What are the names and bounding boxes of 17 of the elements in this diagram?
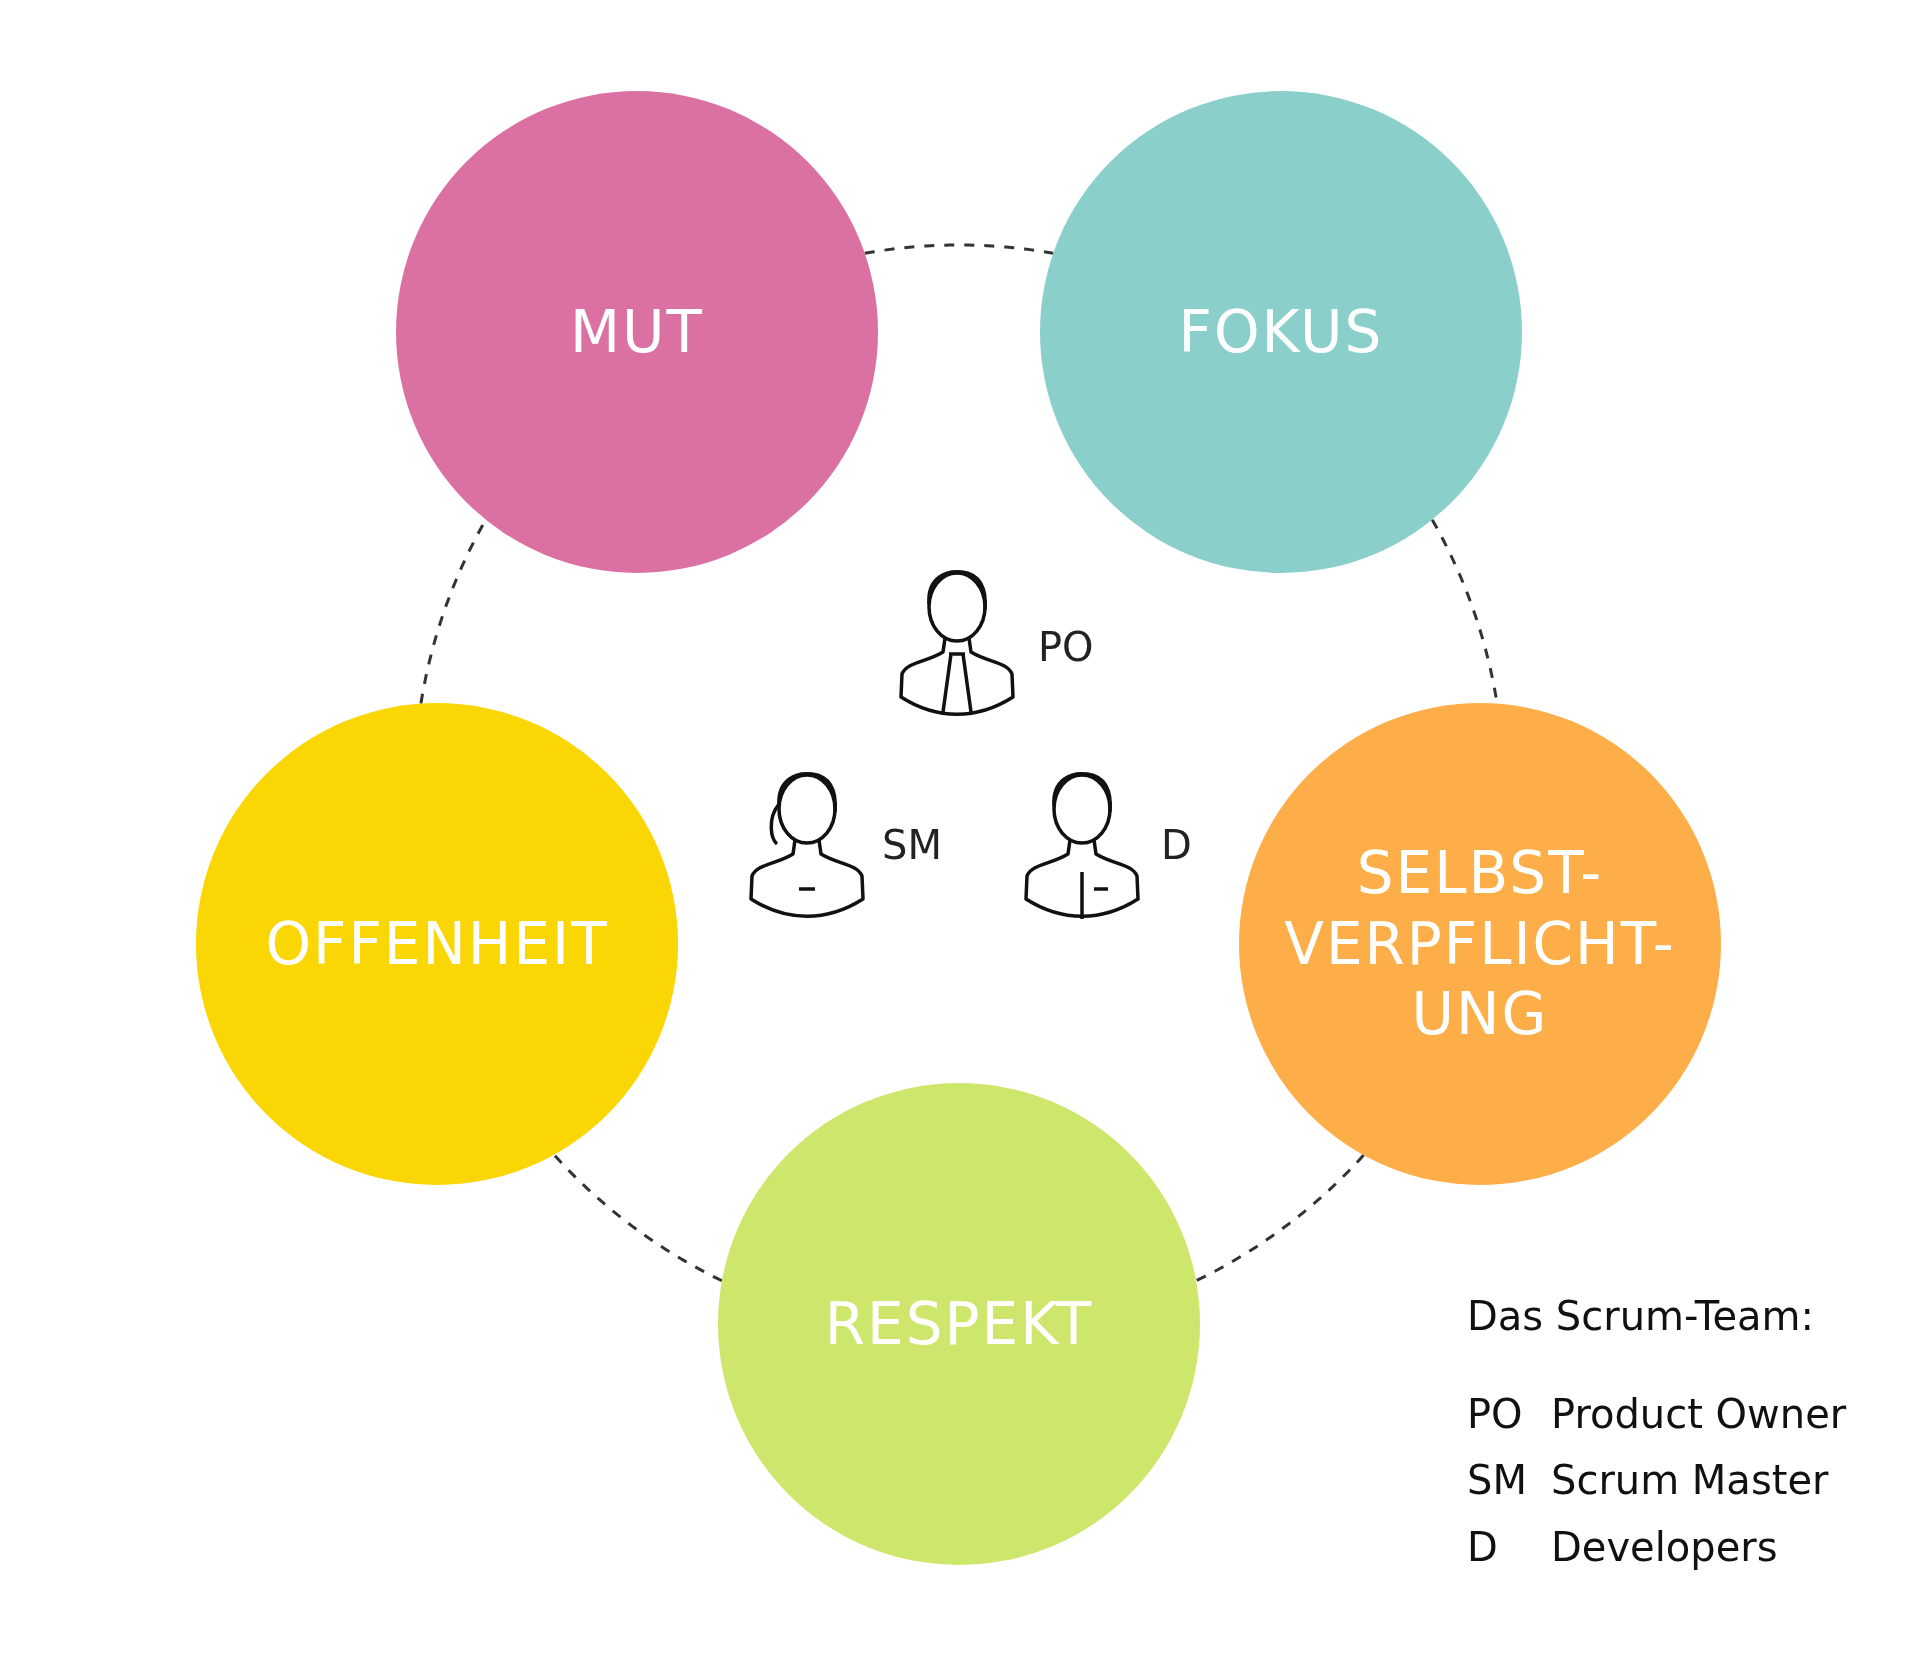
value-label: SELBST- VERPFLICHT- UNG xyxy=(1283,837,1677,1051)
legend-key: SM xyxy=(1467,1460,1527,1500)
legend-key: D xyxy=(1467,1527,1498,1567)
value-label: MUT xyxy=(569,296,705,368)
value-label: RESPEKT xyxy=(823,1288,1095,1360)
dashed-connector xyxy=(1195,1154,1365,1283)
role-abbreviation: D xyxy=(1161,825,1192,865)
role-abbreviation: SM xyxy=(882,825,942,865)
dashed-connector xyxy=(552,1153,723,1283)
role-abbreviation: PO xyxy=(1038,627,1094,667)
legend-text: Product Owner xyxy=(1551,1394,1847,1434)
legend-text: Scrum Master xyxy=(1551,1460,1829,1500)
legend-heading: Das Scrum-Team: xyxy=(1467,1296,1814,1336)
dashed-connector xyxy=(864,243,1054,255)
value-label: FOKUS xyxy=(1177,296,1385,368)
legend-key: PO xyxy=(1467,1394,1523,1434)
value-label: OFFENHEIT xyxy=(264,908,610,980)
